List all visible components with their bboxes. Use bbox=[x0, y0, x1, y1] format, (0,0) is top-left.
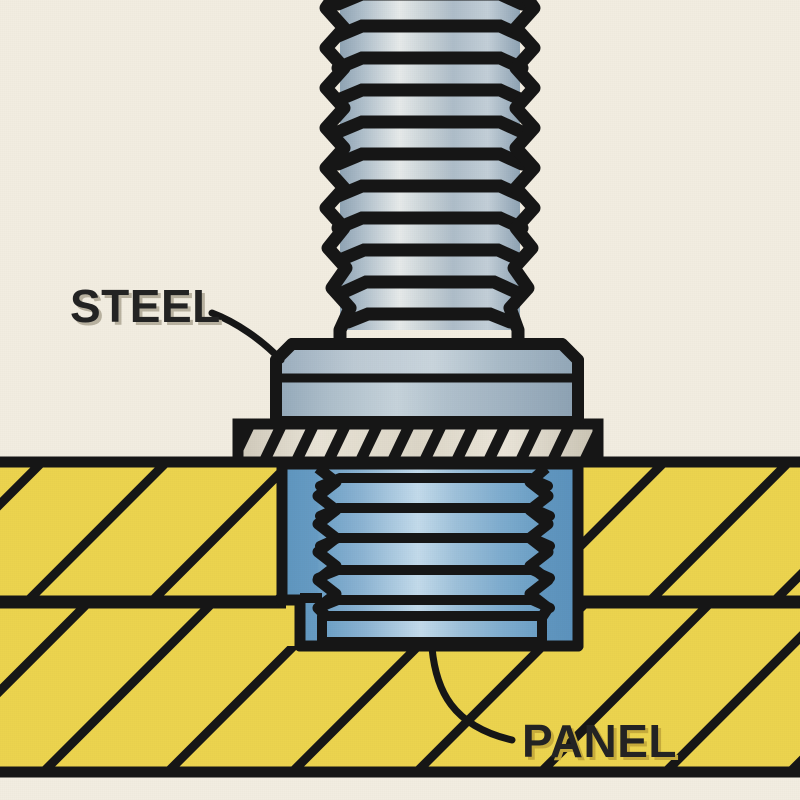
label-panel-group: PANEL PANEL bbox=[522, 715, 680, 770]
nut-body-outline bbox=[270, 338, 584, 428]
insert-bottom-face bbox=[317, 611, 547, 647]
label-panel: PANEL bbox=[522, 715, 677, 767]
leader-line-panel bbox=[428, 644, 516, 744]
nut-upper-facet bbox=[282, 350, 572, 374]
label-panel-shadow: PANEL bbox=[525, 718, 680, 770]
threaded-insert bbox=[276, 458, 584, 652]
insert-thread-profile bbox=[312, 463, 554, 642]
washer-body bbox=[232, 418, 604, 468]
shank-right-edge bbox=[503, 0, 541, 348]
bolt-shank bbox=[319, 0, 541, 348]
leader-line-steel bbox=[208, 309, 285, 364]
label-steel-shadow: STEEL bbox=[73, 283, 224, 335]
hex-nut bbox=[270, 338, 584, 428]
label-steel: STEEL bbox=[70, 280, 221, 332]
label-steel-group: STEEL STEEL bbox=[70, 280, 224, 335]
shank-left-edge bbox=[319, 0, 357, 348]
shank-thread-rows bbox=[331, 0, 529, 329]
